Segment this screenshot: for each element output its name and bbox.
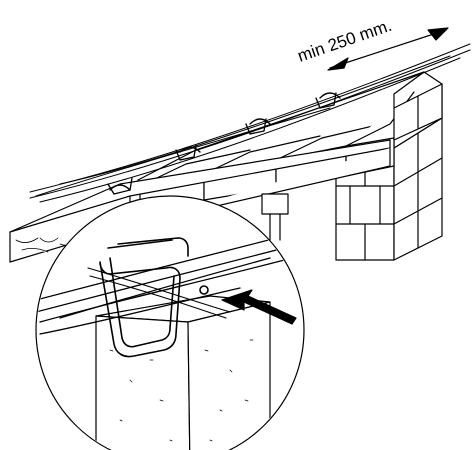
support-prop — [261, 193, 289, 241]
wire-clips — [107, 92, 337, 195]
dimension-label: min 250 mm. — [295, 16, 394, 66]
dimension-arrow — [327, 27, 449, 71]
detail-magnifier — [35, 195, 305, 450]
magnified-brick — [95, 295, 271, 450]
reinforcement-bars — [29, 43, 471, 203]
pointer-arrow — [221, 289, 297, 325]
magnified-clip — [99, 237, 209, 358]
